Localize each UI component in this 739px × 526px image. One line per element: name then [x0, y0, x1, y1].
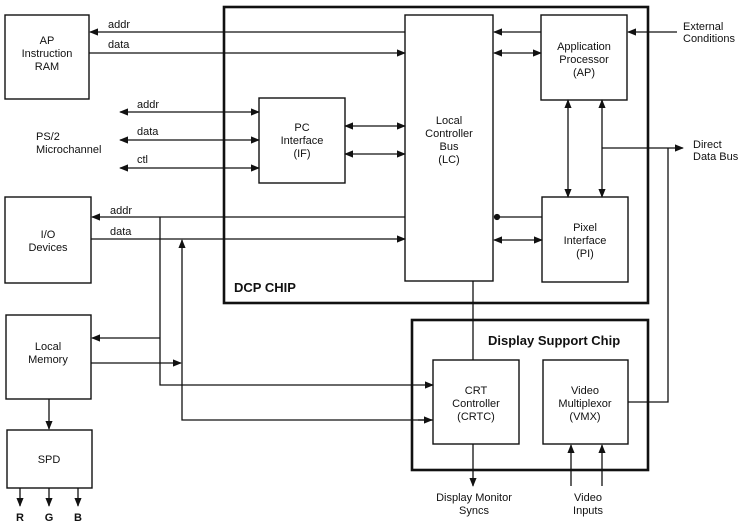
direct-data-bus-label: Direct Data Bus: [693, 139, 739, 163]
signal-label-ps2-data: data: [137, 126, 159, 138]
svg-text:AP: AP: [40, 35, 55, 47]
svg-text:Processor: Processor: [559, 54, 609, 66]
local-memory-block[interactable]: Local Memory: [5, 314, 92, 400]
dcp-chip-outline: [222, 5, 650, 305]
svg-text:SPD: SPD: [38, 454, 61, 466]
io-devices-block[interactable]: I/O Devices: [4, 196, 92, 284]
svg-text:Devices: Devices: [28, 242, 68, 254]
svg-text:Application: Application: [557, 41, 611, 53]
spd-block[interactable]: SPD: [6, 429, 93, 489]
signal-label-ram-data: data: [108, 39, 130, 51]
svg-text:Local: Local: [436, 115, 462, 127]
svg-text:Bus: Bus: [440, 141, 459, 153]
svg-text:(AP): (AP): [573, 67, 595, 79]
display-monitor-syncs-label: Display Monitor Syncs: [436, 492, 512, 517]
svg-text:PC: PC: [294, 122, 309, 134]
svg-text:Conditions: Conditions: [683, 33, 735, 45]
svg-text:Interface: Interface: [564, 235, 607, 247]
signal-label-ps2-ctl: ctl: [137, 154, 148, 166]
external-conditions-label: External Conditions: [683, 21, 735, 45]
signal-label-io-addr: addr: [110, 205, 132, 217]
svg-text:RAM: RAM: [35, 61, 59, 73]
svg-text:(PI): (PI): [576, 248, 594, 260]
svg-text:Instruction: Instruction: [22, 48, 73, 60]
signal-label-io-data: data: [110, 226, 132, 238]
svg-text:Memory: Memory: [28, 354, 68, 366]
ap-instruction-ram-block[interactable]: AP Instruction RAM: [4, 14, 90, 100]
local-controller-bus-block[interactable]: Local Controller Bus (LC): [404, 14, 494, 282]
crt-controller-block[interactable]: CRT Controller (CRTC): [432, 359, 520, 445]
svg-text:Multiplexor: Multiplexor: [558, 398, 612, 410]
svg-text:(LC): (LC): [438, 154, 459, 166]
svg-text:(CRTC): (CRTC): [457, 411, 495, 423]
application-processor-block[interactable]: Application Processor (AP): [540, 14, 628, 101]
output-b-label: B: [74, 512, 82, 524]
svg-text:(IF): (IF): [293, 148, 310, 160]
svg-text:Controller: Controller: [452, 398, 500, 410]
video-inputs-label: Video Inputs: [573, 492, 603, 517]
svg-text:CRT: CRT: [465, 385, 488, 397]
svg-text:Display Monitor: Display Monitor: [436, 492, 512, 504]
svg-text:Microchannel: Microchannel: [36, 144, 101, 156]
output-r-label: R: [16, 512, 24, 524]
svg-text:Video: Video: [571, 385, 599, 397]
display-support-chip-label: Display Support Chip: [488, 333, 620, 348]
svg-text:Data Bus: Data Bus: [693, 151, 739, 163]
svg-text:Inputs: Inputs: [573, 505, 603, 517]
ps2-microchannel-label: PS/2 Microchannel: [36, 131, 101, 156]
signal-label-ram-addr: addr: [108, 19, 130, 31]
signal-label-ps2-addr: addr: [137, 99, 159, 111]
output-g-label: G: [45, 512, 54, 524]
svg-text:Local: Local: [35, 341, 61, 353]
svg-text:I/O: I/O: [41, 229, 56, 241]
crtc-data-line: [178, 239, 433, 421]
svg-text:Video: Video: [574, 492, 602, 504]
svg-text:Syncs: Syncs: [459, 505, 489, 517]
svg-text:Direct: Direct: [693, 139, 722, 151]
svg-text:Pixel: Pixel: [573, 222, 597, 234]
svg-text:Controller: Controller: [425, 128, 473, 140]
svg-text:Interface: Interface: [281, 135, 324, 147]
addr-to-crtc-line: [159, 217, 434, 389]
pc-interface-block[interactable]: PC Interface (IF): [258, 97, 346, 184]
display-support-chip-outline: [410, 318, 650, 472]
pixel-interface-block[interactable]: Pixel Interface (PI): [541, 196, 629, 283]
svg-text:(VMX): (VMX): [569, 411, 600, 423]
video-multiplexor-block[interactable]: Video Multiplexor (VMX): [542, 359, 629, 445]
svg-text:PS/2: PS/2: [36, 131, 60, 143]
svg-text:External: External: [683, 21, 723, 33]
dcp-chip-label: DCP CHIP: [234, 280, 296, 295]
vmx-direct-bus-line: [628, 148, 669, 403]
